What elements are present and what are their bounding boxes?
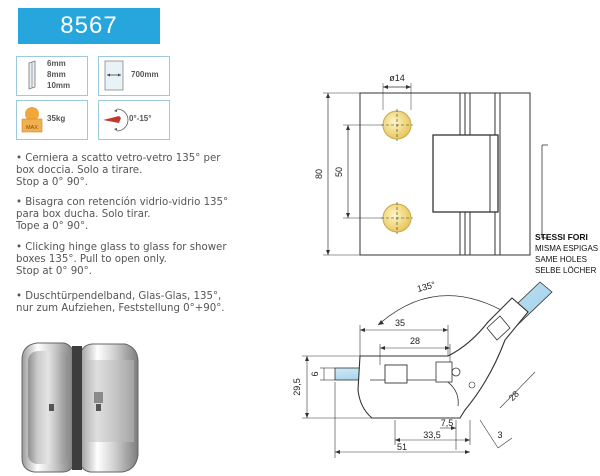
product-code: 8567: [60, 12, 118, 39]
front-view-arrows: [326, 85, 411, 255]
dim-51: 51: [397, 442, 407, 452]
glass-thickness-6: 6mm: [47, 59, 66, 68]
max-weight-icon-label: MAX: [26, 125, 38, 131]
dim-35: 35: [395, 318, 405, 328]
opening-angle-box: 0°-15°: [98, 100, 170, 140]
glass-thickness-10: 10mm: [47, 81, 71, 90]
description-en: • Clicking hinge glass to glass for show…: [16, 242, 246, 278]
weight-icon: MAX: [21, 107, 43, 133]
description-line: • Clicking hinge glass to glass for show…: [16, 242, 227, 253]
hinge-product-image: [21, 342, 139, 473]
opening-angle-value: 0°-15°: [129, 114, 152, 123]
glass-thickness-box: 6mm 8mm 10mm: [16, 56, 88, 96]
front-view-drawing: [323, 83, 548, 256]
note-line-1: STESSI FORI: [535, 232, 588, 242]
description-line: Stop a 0° 90°.: [16, 177, 88, 188]
product-code-banner: 8567: [18, 8, 160, 44]
door-height-box: 700mm: [98, 56, 170, 96]
max-weight-value: 35kg: [47, 114, 66, 123]
description-line: box doccia. Solo a tirare.: [16, 165, 143, 176]
top-view-drawing: [302, 281, 553, 458]
dim-7-5: 7,5: [441, 418, 454, 428]
description-line: • Duschtürpendelband, Glas-Glas, 135°,: [16, 291, 222, 302]
opening-angle-icon: [103, 108, 129, 132]
dim-6: 6: [310, 371, 320, 376]
description-de: • Duschtürpendelband, Glas-Glas, 135°, n…: [16, 291, 246, 315]
dim-3: 3: [497, 430, 502, 440]
dim-angle-135: 135°: [416, 279, 437, 294]
note-line-4: SELBE LÖCHER: [535, 266, 597, 275]
dim-33-5: 33,5: [423, 430, 441, 440]
description-line: Tope a 0° 90°.: [16, 221, 89, 232]
description-line: • Bisagra con retención vidrio-vidrio 13…: [16, 197, 229, 208]
description-it: • Cerniera a scatto vetro-vetro 135° per…: [16, 153, 246, 189]
description-line: para box ducha. Solo tirar.: [16, 209, 151, 220]
max-weight-box: MAX 35kg: [16, 100, 88, 140]
dim-hole-spacing-50: 50: [334, 167, 344, 177]
dim-height-80: 80: [314, 169, 324, 179]
dim-29-5: 29,5: [292, 378, 302, 396]
door-height-value: 700mm: [131, 70, 159, 79]
dim-hole-diameter: ø14: [389, 73, 405, 83]
dim-28-side: 28: [507, 389, 521, 403]
description-es: • Bisagra con retención vidrio-vidrio 13…: [16, 197, 246, 233]
description-line: • Cerniera a scatto vetro-vetro 135° per: [16, 153, 221, 164]
door-width-icon: [104, 60, 124, 91]
note-line-3: SAME HOLES: [535, 255, 587, 264]
dim-28-top: 28: [410, 336, 420, 346]
glass-thickness-8: 8mm: [47, 70, 66, 79]
glass-thickness-icon: [28, 60, 36, 90]
note-line-2: MISMA ESPIGAS: [535, 244, 598, 253]
description-line: boxes 135°. Pull to open only.: [16, 254, 167, 265]
description-line: nur zum Aufziehen, Feststellung 0°+90°.: [16, 303, 225, 314]
description-line: Stop at 0° 90°.: [16, 266, 92, 277]
